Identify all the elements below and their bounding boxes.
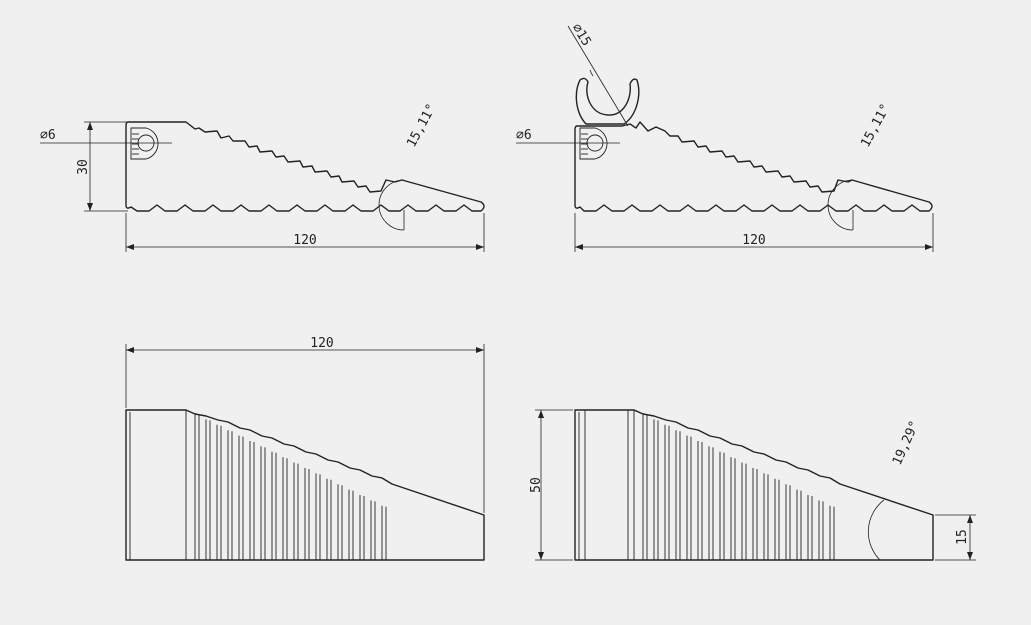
angle-label: 19,29° [890,419,923,468]
hole-boss [579,127,608,160]
clip-ring [575,77,640,125]
clip-diameter-label: ⌀15 [569,21,594,49]
hole-boss [130,127,159,160]
ridge-lines [642,414,835,560]
hole-diameter-label: ⌀6 [40,128,56,143]
body-outline [574,409,934,561]
ridge-lines [194,414,387,560]
iso-view-left: 120 [125,336,485,561]
side-view-clip: ⌀15 ⌀6 120 15,11° [516,21,934,252]
hatch-lines [132,133,139,155]
hole-diameter-label: ⌀6 [516,128,532,143]
end-height-label: 15 [955,529,970,545]
angle-label: 15,11° [858,101,893,150]
height-label: 50 [529,477,544,493]
iso-view-right: 50 15 19,29° [529,409,976,561]
wedge-outline [574,121,933,212]
angle-label: 15,11° [404,101,439,150]
height-label: 30 [76,159,91,175]
length-label: 120 [293,233,316,248]
wedge-outline [125,121,485,212]
length-label: 120 [742,233,765,248]
length-label: 120 [310,336,333,351]
body-outline [125,409,485,561]
side-view-plain: ⌀6 30 120 15,11° [40,101,485,252]
hatch-lines [581,133,588,155]
